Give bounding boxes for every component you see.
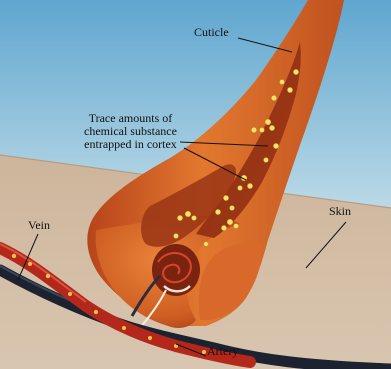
label-skin: Skin [329,205,351,218]
label-cuticle: Cuticle [194,26,229,39]
dermal-papilla [152,244,200,296]
label-trace-amounts: Trace amounts of chemical substance entr… [84,112,177,151]
label-artery: Artery [207,345,238,358]
label-vein: Vein [28,219,50,232]
label-trace-line-3: entrapped in cortex [84,138,177,151]
